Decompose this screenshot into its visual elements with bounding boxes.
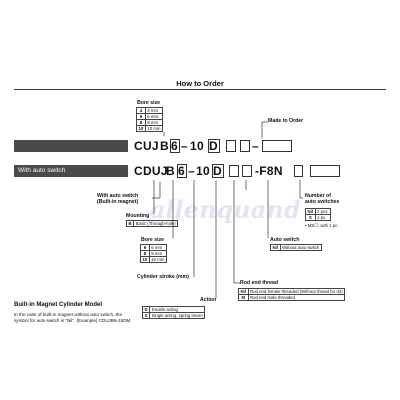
row1-action-box — [208, 139, 220, 153]
row2-action-code: D — [213, 164, 222, 178]
bore-code: 10 — [136, 125, 146, 132]
number-of-switches-footnote: • MS☐: with 1 pc. — [305, 223, 339, 228]
row2-bore-box — [177, 164, 187, 178]
bore-size-top-label: Bore size — [137, 100, 161, 106]
mounting-label: Mounting — [126, 213, 150, 219]
auto-switch-value: Without auto switch — [279, 244, 322, 251]
note-body: In the case of built-in magnet without a… — [14, 312, 131, 323]
row2-mounting-code: B — [166, 164, 175, 178]
row2-bar: With auto switch — [14, 165, 128, 177]
row1-mounting-code: B — [160, 139, 169, 153]
cylinder-stroke-label: Cylinder stroke (mm) — [137, 274, 189, 280]
row2-dash: – — [188, 164, 195, 178]
row1-option-box — [240, 140, 250, 152]
auto-switch-label: Auto switch — [270, 237, 300, 243]
note-title: Built-in Magnet Cylinder Model — [14, 302, 102, 308]
switch-count-value: 1 pc. — [314, 214, 331, 221]
row2-action-box — [212, 164, 224, 178]
number-of-switches-label: Number of auto switches — [305, 193, 340, 205]
watermark: allenquand — [150, 195, 301, 224]
row1-bore-box — [170, 139, 180, 153]
with-auto-switch-line1: With auto switch — [97, 193, 139, 199]
rod-end-value: Rod end male threaded — [247, 294, 346, 301]
rod-end-thread-label: Rod end thread — [240, 280, 279, 286]
with-auto-switch-line2: (Built-in magnet) — [97, 198, 139, 205]
bore-value: 10 mm — [148, 256, 167, 263]
row2-option-box — [242, 165, 252, 177]
switch-count-value: 2 pcs. — [314, 208, 331, 215]
row1-stroke-code: 10 — [190, 139, 204, 153]
row1-bore-code: 6 — [171, 139, 178, 153]
row1-action-code: D — [209, 139, 218, 153]
row1-model-prefix: CUJ — [134, 139, 159, 153]
row1-option-box — [226, 140, 236, 152]
number-of-switches-line2: auto switches — [305, 198, 340, 205]
row1-made-to-order-box — [262, 140, 292, 152]
row2-switch-count-box — [294, 165, 303, 177]
row2-switch-code: -F8N — [255, 164, 283, 178]
title-rule — [14, 89, 386, 90]
row1-dash: – — [252, 139, 259, 153]
row2-option-box — [229, 165, 239, 177]
number-of-switches-line1: Number of — [305, 193, 331, 199]
rod-end-value: Rod end female threaded (Without thread … — [247, 288, 346, 295]
mounting-code: B — [125, 220, 135, 227]
made-to-order-label: Made to Order — [268, 118, 304, 124]
switch-count-code: S — [305, 214, 316, 221]
bore-code: 10 — [140, 256, 150, 263]
row2-stroke-code: 10 — [196, 164, 210, 178]
page-title: How to Order — [176, 79, 224, 88]
row1-bar — [14, 140, 128, 152]
mounting-value: Basic (Through-hole) — [133, 220, 179, 227]
row1-dash: – — [181, 139, 188, 153]
row2-made-to-order-box — [310, 165, 340, 177]
action-code: S — [141, 312, 151, 319]
bore-value: 10 mm — [144, 125, 163, 132]
action-value: Single acting, spring return — [149, 312, 206, 319]
auto-switch-code: Nil — [270, 244, 281, 251]
bore-size-bottom-label: Bore size — [141, 237, 165, 243]
row2-bore-code: 6 — [178, 164, 185, 178]
row2-model-prefix: CDUJ — [134, 164, 168, 178]
with-auto-switch-label: With auto switch (Built-in magnet) — [97, 193, 139, 205]
action-label: Action — [200, 297, 217, 303]
rod-end-code: M — [238, 294, 249, 301]
